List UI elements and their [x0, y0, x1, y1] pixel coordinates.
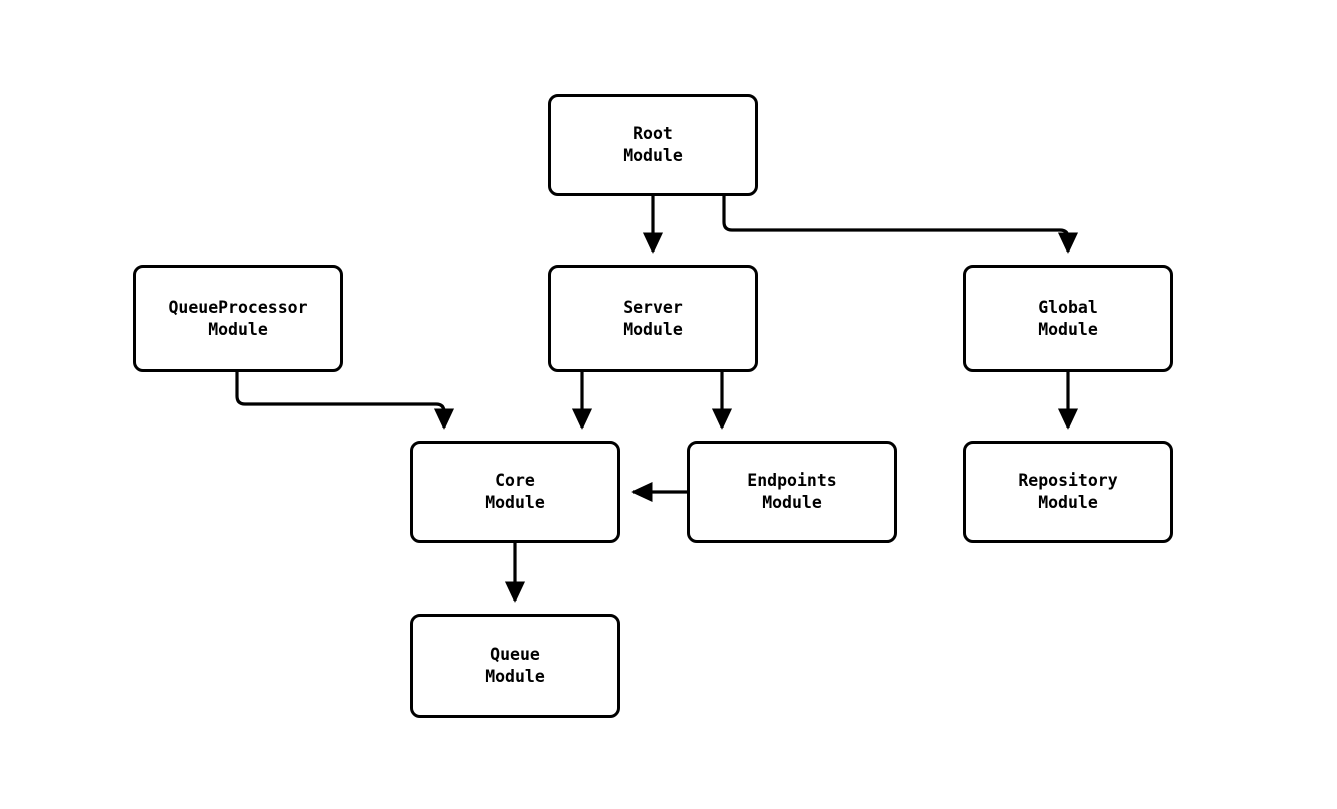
node-server[interactable]: Server Module: [548, 265, 758, 372]
node-root[interactable]: Root Module: [548, 94, 758, 196]
node-queueprocessor-line1: QueueProcessor: [168, 297, 308, 317]
node-global-line2: Module: [1038, 319, 1098, 339]
node-core[interactable]: Core Module: [410, 441, 620, 543]
node-queue[interactable]: Queue Module: [410, 614, 620, 718]
node-core-line1: Core: [495, 471, 535, 490]
node-repository[interactable]: Repository Module: [963, 441, 1173, 543]
node-root-line1: Root: [633, 124, 673, 143]
node-repository-line2: Module: [1038, 493, 1098, 512]
node-endpoints-line2: Module: [762, 493, 822, 512]
node-root-line2: Module: [623, 146, 683, 165]
node-global-line1: Global: [1038, 297, 1098, 317]
node-queueprocessor-line2: Module: [208, 319, 268, 339]
node-core-line2: Module: [485, 493, 545, 512]
node-queueprocessor[interactable]: QueueProcessor Module: [133, 265, 343, 372]
node-server-line1: Server: [623, 297, 683, 317]
node-endpoints-line1: Endpoints: [747, 471, 837, 490]
node-queue-line1: Queue: [490, 645, 540, 664]
node-endpoints[interactable]: Endpoints Module: [687, 441, 897, 543]
node-queue-line2: Module: [485, 667, 545, 686]
edge-queueprocessor-core: [235, 372, 455, 430]
edge-root-global: [722, 196, 1079, 254]
node-global[interactable]: Global Module: [963, 265, 1173, 372]
node-repository-line1: Repository: [1018, 471, 1118, 490]
node-server-line2: Module: [623, 319, 683, 339]
